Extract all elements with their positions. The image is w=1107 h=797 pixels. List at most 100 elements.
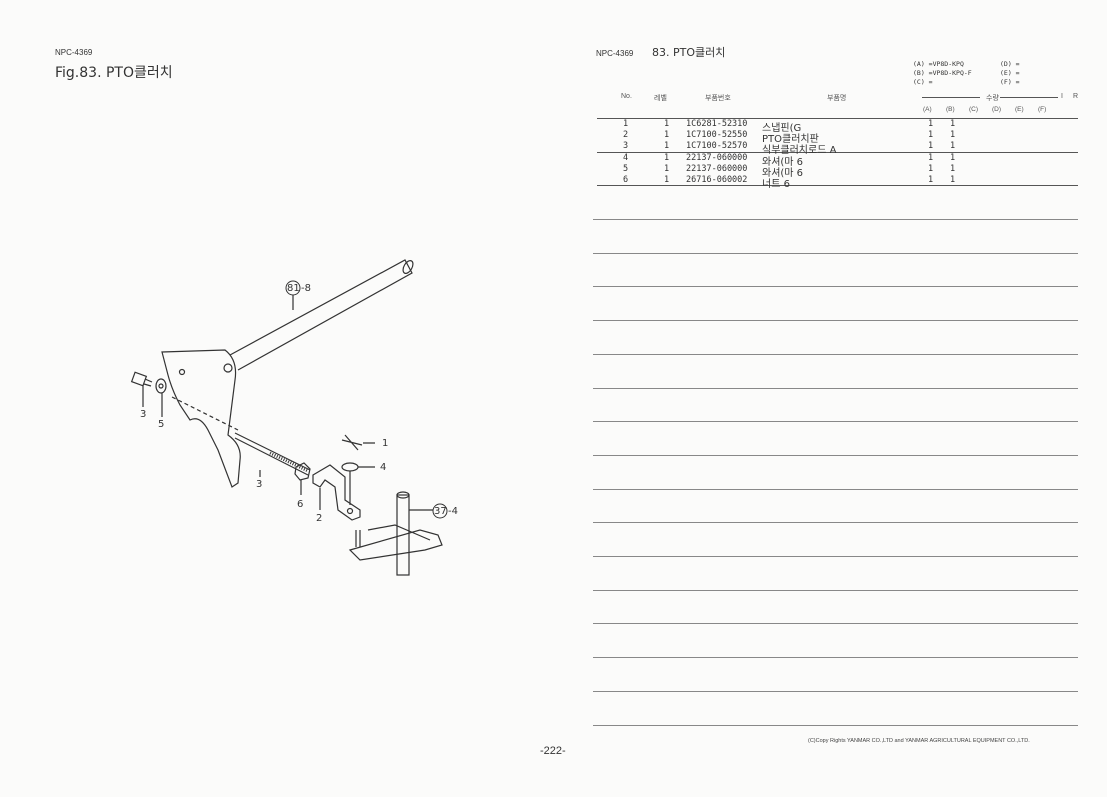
table-row[interactable]: 6 1 26716-060002 너트 6 1 1 <box>0 175 1100 190</box>
figure-title: Fig.83. PTO클러치 <box>55 65 173 81</box>
row-qty-a: 1 <box>928 153 934 163</box>
model-c: (C) = <box>913 78 933 86</box>
ruled-line <box>593 623 1078 625</box>
header-level: 레벨 <box>654 95 667 102</box>
col-b: (B) <box>946 106 955 113</box>
row-no: 6 <box>623 175 629 185</box>
label-pin: 1 <box>382 438 388 449</box>
row-part-name: 와셔(마 6 <box>762 157 804 168</box>
row-qty-b: 1 <box>950 164 956 174</box>
col-d: (D) <box>992 106 1002 113</box>
row-level: 1 <box>664 175 670 185</box>
section-title: 83. PTO클러치 <box>652 46 726 59</box>
table-top-rule <box>597 118 1078 119</box>
table-row[interactable]: 1 1 1C6281-52310 스냅핀(G 1 1 <box>0 119 1100 134</box>
model-d: (D) = <box>1000 60 1020 68</box>
col-c: (C) <box>969 106 979 113</box>
label-washer-4: 4 <box>380 462 386 473</box>
ruled-line <box>593 219 1078 220</box>
table-group-rule <box>597 152 1078 153</box>
header-part-number: 부품번호 <box>705 95 731 102</box>
ruled-line <box>593 320 1078 322</box>
ruled-line <box>593 353 1078 355</box>
ruled-line <box>593 454 1078 456</box>
row-part-name: 와셔(마 6 <box>762 168 804 179</box>
header-i: I <box>1061 93 1063 100</box>
row-no: 3 <box>623 141 629 151</box>
ruled-line <box>593 488 1078 490</box>
ruled-line <box>593 522 1078 524</box>
ruled-line <box>593 286 1078 288</box>
row-qty-a: 1 <box>928 119 934 129</box>
copyright: (C)Copy Rights YANMAR CO.,LTD and YANMAR… <box>808 738 1030 744</box>
row-level: 1 <box>664 153 670 163</box>
table-row[interactable]: 4 1 22137-060000 와셔(마 6 1 1 <box>0 153 1100 168</box>
bracket <box>161 349 241 488</box>
page-number: -222- <box>540 745 566 757</box>
ref-81-suffix: -8 <box>301 283 311 294</box>
label-bolt: 3 <box>140 409 146 420</box>
row-qty-a: 1 <box>928 175 934 185</box>
model-legend-left: (A) =VP8D-KPQ (B) =VP8D-KPQ-F (C) = <box>913 60 972 87</box>
ruled-line <box>593 387 1078 389</box>
row-no: 5 <box>623 164 629 174</box>
ref-81: 81 <box>287 283 300 294</box>
row-part-name: 스냅핀(G <box>762 123 802 134</box>
ref-37: 37 <box>434 506 447 517</box>
row-part-name: PTO클러치판 <box>762 134 819 145</box>
label-washer-5: 5 <box>158 419 164 430</box>
header-no: No. <box>621 93 632 100</box>
table-row[interactable]: 3 1 1C7100-52570 식부클러치로드 A 1 1 <box>0 141 1100 156</box>
row-part-number: 1C7100-52550 <box>686 130 748 140</box>
row-no: 1 <box>623 119 629 129</box>
left-page-code: NPC-4369 <box>55 48 93 57</box>
row-level: 1 <box>664 119 670 129</box>
header-part-name: 부품명 <box>827 95 847 102</box>
col-f: (F) <box>1038 106 1047 113</box>
model-f: (F) = <box>1000 78 1020 86</box>
row-part-number: 22137-060000 <box>686 164 748 174</box>
row-part-number: 26716-060002 <box>686 175 748 185</box>
ref-circle-81 <box>285 280 301 296</box>
row-qty-a: 1 <box>928 141 934 151</box>
exploded-parts-diagram: 81 -8 37 -4 3 5 3 6 2 1 4 <box>130 259 458 576</box>
row-part-number: 1C6281-52310 <box>686 119 748 129</box>
shaft <box>229 259 413 371</box>
row-qty-b: 1 <box>950 119 956 129</box>
ruled-line <box>593 252 1078 254</box>
row-part-name: 식부클러치로드 A <box>762 145 837 156</box>
row-qty-b: 1 <box>950 175 956 185</box>
row-level: 1 <box>664 130 670 140</box>
row-part-number: 22137-060000 <box>686 153 748 163</box>
header-quantity: 수량 <box>986 95 999 102</box>
row-qty-b: 1 <box>950 153 956 163</box>
qty-line-left <box>922 97 980 98</box>
table-bottom-rule <box>597 185 1078 186</box>
ruled-line <box>593 589 1078 591</box>
ref-37-suffix: -4 <box>448 506 458 517</box>
ruled-line <box>593 690 1078 692</box>
ruled-line <box>593 421 1078 423</box>
model-e: (E) = <box>1000 69 1020 77</box>
row-no: 2 <box>623 130 629 140</box>
ruled-line <box>593 724 1078 726</box>
qty-line-right <box>1000 97 1058 98</box>
model-b: (B) =VP8D-KPQ-F <box>913 69 972 77</box>
ruled-line <box>593 657 1078 659</box>
row-qty-b: 1 <box>950 141 956 151</box>
row-level: 1 <box>664 164 670 174</box>
row-qty-b: 1 <box>950 130 956 140</box>
label-nut: 6 <box>297 499 303 510</box>
model-legend-right: (D) = (E) = (F) = <box>1000 60 1020 87</box>
col-e: (E) <box>1015 106 1024 113</box>
col-a: (A) <box>923 106 932 113</box>
row-no: 4 <box>623 153 629 163</box>
model-a: (A) =VP8D-KPQ <box>913 60 964 68</box>
row-level: 1 <box>664 141 670 151</box>
header-r: R <box>1073 93 1079 100</box>
label-plate: 2 <box>316 513 322 524</box>
row-part-name: 너트 6 <box>762 179 790 190</box>
row-part-number: 1C7100-52570 <box>686 141 748 151</box>
